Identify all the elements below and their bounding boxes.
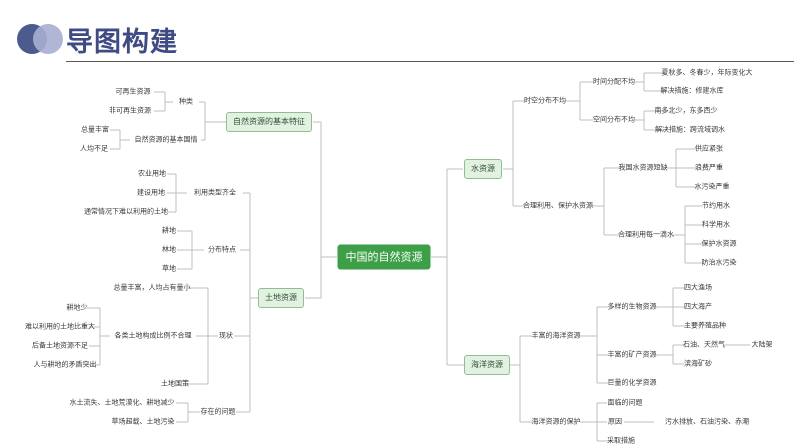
page-title: 导图构建 bbox=[66, 27, 178, 58]
node-ocean-protection[interactable]: 海洋资源的保护 bbox=[531, 417, 581, 426]
node-unbalanced-structure[interactable]: 各类土地构成比例不合理 bbox=[114, 331, 192, 340]
leaf-grassland[interactable]: 草地 bbox=[162, 264, 176, 273]
topic-ocean-resources[interactable]: 海洋资源 bbox=[464, 355, 510, 375]
leaf-measures[interactable]: 采取措施 bbox=[607, 436, 635, 445]
leaf-per-capita-low[interactable]: 人均不足 bbox=[80, 144, 108, 153]
center-topic[interactable]: 中国的自然资源 bbox=[337, 244, 431, 270]
header-divider bbox=[66, 61, 794, 62]
leaf-sea-products[interactable]: 四大海产 bbox=[684, 302, 712, 311]
leaf-oil-gas[interactable]: 石油、天然气 bbox=[683, 340, 725, 349]
leaf-prevent-pollution[interactable]: 防治水污染 bbox=[701, 258, 737, 267]
node-use-every-drop[interactable]: 合理利用每一滴水 bbox=[618, 230, 674, 239]
leaf-forest-land[interactable]: 林地 bbox=[162, 245, 176, 254]
leaf-land-policy[interactable]: 土地国策 bbox=[161, 379, 189, 388]
leaf-problems-faced[interactable]: 面临的问题 bbox=[607, 398, 643, 407]
node-basic-situation[interactable]: 自然资源的基本国情 bbox=[134, 135, 198, 144]
leaf-farmland-use[interactable]: 农业用地 bbox=[138, 169, 166, 178]
leaf-aquaculture[interactable]: 主要养殖品种 bbox=[684, 321, 726, 330]
topic-basic-features[interactable]: 自然资源的基本特征 bbox=[226, 112, 312, 132]
leaf-pollution-causes[interactable]: 污水排放、石油污染、赤潮 bbox=[665, 417, 749, 426]
leaf-reserve-insufficient[interactable]: 后备土地资源不足 bbox=[32, 341, 88, 350]
leaf-arable-land[interactable]: 耕地 bbox=[162, 226, 176, 235]
leaf-pollution-serious[interactable]: 水污染严重 bbox=[694, 182, 730, 191]
slide-header: 导图构建 bbox=[0, 0, 794, 70]
node-kinds[interactable]: 种类 bbox=[179, 97, 193, 106]
topic-water-resources[interactable]: 水资源 bbox=[464, 159, 502, 179]
leaf-renewable[interactable]: 可再生资源 bbox=[115, 87, 151, 96]
node-rich-ocean[interactable]: 丰富的海洋资源 bbox=[531, 331, 581, 340]
node-time-uneven[interactable]: 时间分配不均 bbox=[593, 77, 635, 86]
leaf-coastal-sand[interactable]: 滨海矿砂 bbox=[684, 359, 712, 368]
leaf-construction-land[interactable]: 建设用地 bbox=[137, 188, 165, 197]
leaf-erosion[interactable]: 水土流失、土地荒漠化、耕地减少 bbox=[69, 398, 175, 407]
node-minerals[interactable]: 丰富的矿产资源 bbox=[607, 350, 657, 359]
leaf-chemical[interactable]: 巨量的化学资源 bbox=[607, 378, 657, 387]
node-status[interactable]: 现状 bbox=[219, 331, 233, 340]
node-distribution[interactable]: 分布特点 bbox=[208, 245, 236, 254]
leaf-less-arable[interactable]: 耕地少 bbox=[66, 303, 88, 312]
node-protect-water[interactable]: 合理利用、保护水资源 bbox=[523, 201, 593, 210]
leaf-save-water[interactable]: 节约用水 bbox=[702, 201, 730, 210]
node-water-shortage[interactable]: 我国水资源短缺 bbox=[618, 163, 668, 172]
leaf-south-more-north-less[interactable]: 南多北少，东多西少 bbox=[654, 106, 718, 115]
leaf-nonrenewable[interactable]: 非可再生资源 bbox=[109, 106, 151, 115]
leaf-scientific-water[interactable]: 科学用水 bbox=[702, 220, 730, 229]
leaf-status-rich[interactable]: 总量丰富，人均占有量小 bbox=[113, 283, 191, 292]
leaf-supply-tight[interactable]: 供应紧张 bbox=[695, 144, 723, 153]
leaf-waste-serious[interactable]: 浪费严重 bbox=[695, 163, 723, 172]
leaf-protect-water[interactable]: 保护水资源 bbox=[701, 239, 737, 248]
leaf-causes[interactable]: 原因 bbox=[608, 417, 622, 426]
node-biological[interactable]: 多样的生物资源 bbox=[607, 302, 657, 311]
leaf-conflict-prominent[interactable]: 人与耕地的矛盾突出 bbox=[33, 360, 97, 369]
header-light-circle bbox=[33, 24, 63, 54]
leaf-hard-to-use-land[interactable]: 通常情况下难以利用的土地 bbox=[84, 207, 168, 216]
node-uneven-distribution[interactable]: 时空分布不均 bbox=[524, 96, 566, 105]
leaf-water-transfer[interactable]: 解决措施：跨流域调水 bbox=[655, 125, 725, 134]
leaf-hard-land-large[interactable]: 难以利用的土地比重大 bbox=[25, 322, 95, 331]
leaf-seasonal-variation[interactable]: 夏秋多、冬春少，年际变化大 bbox=[661, 68, 753, 77]
leaf-build-reservoirs[interactable]: 解决措施：修建水库 bbox=[660, 86, 724, 95]
leaf-continental-shelf[interactable]: 大陆架 bbox=[751, 340, 773, 349]
leaf-total-rich[interactable]: 总量丰富 bbox=[81, 125, 109, 134]
node-space-uneven[interactable]: 空间分布不均 bbox=[593, 115, 635, 124]
leaf-fishing-grounds[interactable]: 四大渔场 bbox=[684, 283, 712, 292]
topic-land-resources[interactable]: 土地资源 bbox=[258, 288, 304, 308]
leaf-overgrazing[interactable]: 草场超载、土地污染 bbox=[111, 417, 175, 426]
node-problems[interactable]: 存在的问题 bbox=[200, 407, 236, 416]
node-land-use-types[interactable]: 利用类型齐全 bbox=[194, 188, 236, 197]
